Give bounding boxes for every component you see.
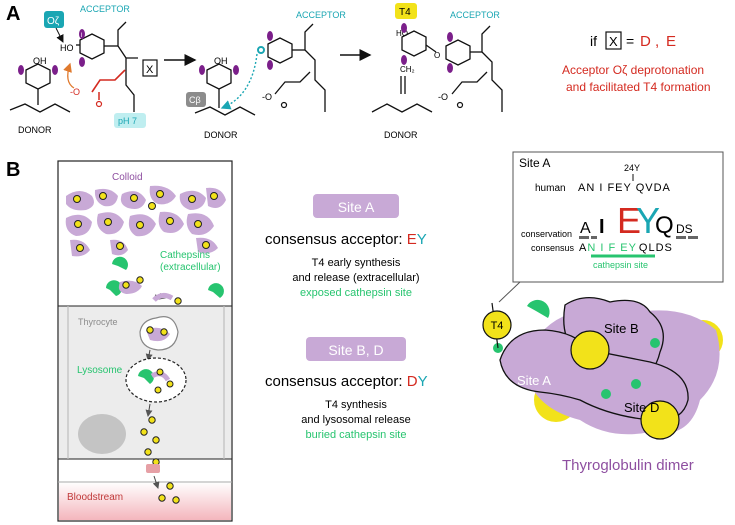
site-a-consensus: consensus acceptor: EY <box>265 231 427 248</box>
acceptor-label-2: ACCEPTOR <box>296 10 346 20</box>
ho-label-1: HO <box>60 43 74 53</box>
svg-text:O: O <box>434 51 440 60</box>
rule-if: if <box>590 33 597 49</box>
acceptor-label-1: ACCEPTOR <box>80 4 130 14</box>
stage-2: ACCEPTOR -O OH Cβ DONOR <box>186 10 346 140</box>
donor-label-2: DONOR <box>204 130 238 140</box>
rule-x: X <box>609 34 618 49</box>
panel-b-label: B <box>6 159 20 181</box>
site-descriptions: Site A consensus acceptor: EY T4 early s… <box>265 194 428 441</box>
site-bd-consensus: consensus acceptor: DY <box>265 373 428 390</box>
c-beta-text: Cβ <box>189 95 201 105</box>
logo-i: I <box>599 216 605 238</box>
dimer-t4-label: T4 <box>491 320 504 332</box>
conservation-label: conservation <box>521 229 572 239</box>
rule-d: D <box>640 33 651 50</box>
dimer-site-a: Site A <box>517 373 551 388</box>
cathepsins-label: Cathepsins <box>160 250 210 261</box>
ho-label-3: HO <box>396 29 408 38</box>
t4-badge-a-text: T4 <box>399 7 411 18</box>
colloid-label: Colloid <box>112 172 143 183</box>
site-a-badge-text: Site A <box>338 199 375 215</box>
dimer-subunit-a <box>499 329 689 422</box>
cell-diagram: Colloid Cathepsins (extracellula <box>57 160 233 522</box>
stage-1: Oζ ACCEPTOR HO I X -O OH DONOR pH 7 <box>9 4 158 135</box>
dimer-site-d: Site D <box>624 400 659 415</box>
site-a-desc-1: T4 early synthesis <box>312 257 401 269</box>
svg-text:I: I <box>81 33 83 39</box>
x-box-1 <box>142 59 158 77</box>
site-bd-desc-3: buried cathepsin site <box>306 429 407 441</box>
logo-frame <box>512 151 724 283</box>
acceptor-label-3: ACCEPTOR <box>450 10 500 20</box>
t4-molecule <box>482 310 512 340</box>
o-zeta-badge <box>44 11 64 28</box>
panel-a-label: A <box>6 3 20 25</box>
logo-a: A <box>580 220 591 237</box>
ch2-label: CH₂ <box>400 65 415 74</box>
dimer-title: Thyroglobulin dimer <box>562 457 694 474</box>
lysosome-label: Lysosome <box>77 365 123 376</box>
nucleus <box>78 414 126 454</box>
rule: if X = D , E Acceptor Oζ deprotonation a… <box>562 31 711 94</box>
dimer-site-b: Site B <box>604 321 639 336</box>
site-bd-desc-2: and lysosomal release <box>301 414 410 426</box>
logo-e: E <box>617 200 641 241</box>
c-beta-badge <box>186 92 206 107</box>
donor-label-1: DONOR <box>18 125 52 135</box>
site-a-badge <box>313 194 399 218</box>
oh-label-2: OH <box>214 56 228 66</box>
site-a-desc-3: exposed cathepsin site <box>300 287 412 299</box>
rule-comma: , <box>655 33 659 50</box>
logo-title: Site A <box>519 156 550 170</box>
rule-e: E <box>666 33 676 50</box>
logo-ds: DS <box>676 222 693 236</box>
logo-y: Y <box>636 200 660 241</box>
human-label: human <box>535 183 566 194</box>
rule-x-box <box>605 31 622 50</box>
cathepsins-label-2: (extracellular) <box>160 262 221 273</box>
oh-label-1: OH <box>33 56 47 66</box>
t4-badge-a <box>395 3 417 19</box>
transporter <box>146 464 160 473</box>
minus-o-3: -O <box>438 92 448 102</box>
consensus-label: consensus <box>531 243 575 253</box>
thyrocyte-label: Thyrocyte <box>78 317 118 327</box>
minus-o-2: -O <box>262 92 272 102</box>
site-bd-badge <box>306 337 406 361</box>
note-line-1: Acceptor Oζ deprotonation <box>562 63 704 77</box>
rule-eq: = <box>626 33 634 49</box>
minus-o-1: -O <box>70 87 80 97</box>
ph-badge <box>114 113 146 128</box>
site-a-desc-2: and release (extracellular) <box>292 272 419 284</box>
lysosome <box>125 357 187 403</box>
site-bd-badge-text: Site B, D <box>328 342 383 358</box>
logo-q: Q <box>655 212 674 239</box>
human-seq: AN I FEY QVDA <box>578 182 671 194</box>
x-box-1-text: X <box>146 64 154 76</box>
stage-3: T4 ACCEPTOR HO O -O CH₂ DONOR <box>371 3 503 140</box>
cathepsin-site-label: cathepsin site <box>593 260 648 270</box>
note-line-2: and facilitated T4 formation <box>566 80 711 94</box>
donor-label-3: DONOR <box>384 130 418 140</box>
ph-label: pH 7 <box>118 116 137 126</box>
logo-position: 24Y <box>624 163 640 173</box>
thyroglobulin-dimer: T4 Site A Site B Site D Thyroglobulin di… <box>482 297 723 474</box>
o-zeta-text: Oζ <box>47 16 60 27</box>
sequence-logo-box: Site A 24Y human AN I FEY QVDA A I E Y Q… <box>498 151 724 303</box>
bloodstream-label: Bloodstream <box>67 492 123 503</box>
site-bd-desc-1: T4 synthesis <box>325 399 387 411</box>
bloodstream-region <box>59 482 231 520</box>
